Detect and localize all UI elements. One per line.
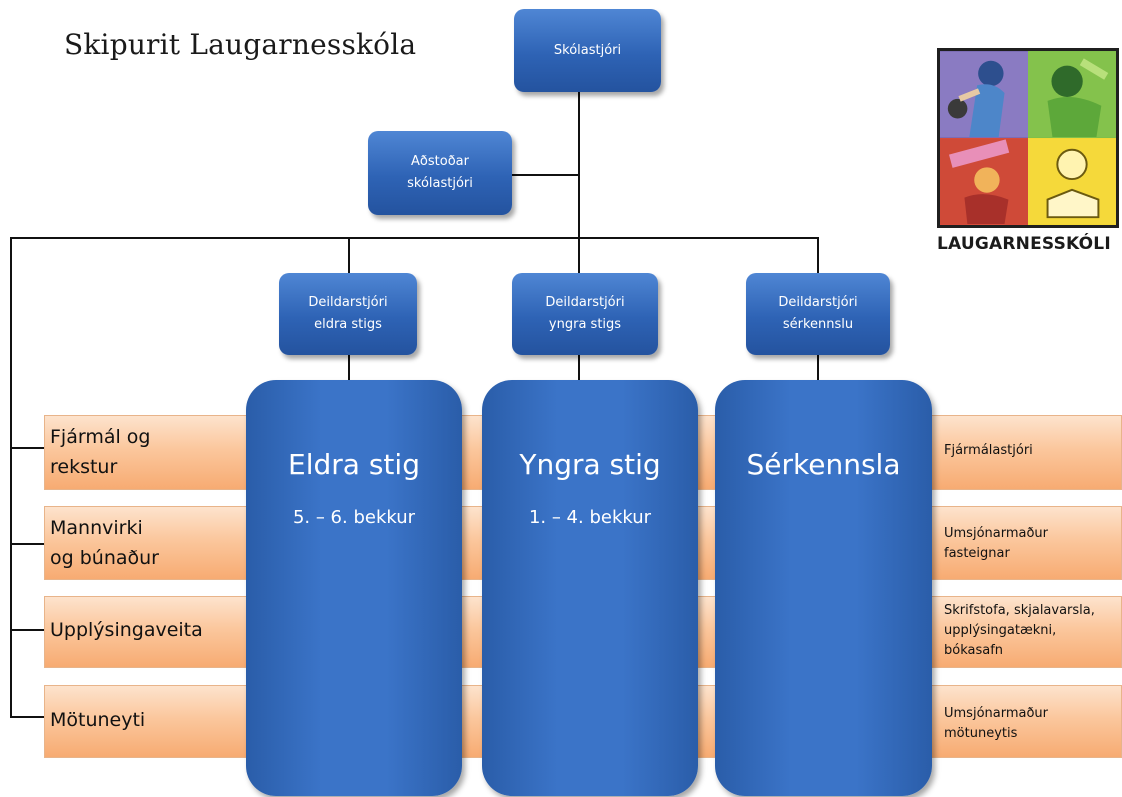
band-label-motuneyti: Mötuneyti — [50, 709, 146, 731]
column-serkennsla: Sérkennsla — [715, 380, 932, 796]
page-title: Skipurit Laugarnesskóla — [64, 28, 417, 61]
column-title: Eldra stig — [288, 448, 420, 481]
figure-icon — [1028, 51, 1116, 138]
figure-icon — [1028, 138, 1116, 225]
column-grades: 1. – 4. bekkur — [528, 507, 652, 528]
connector-band1 — [10, 447, 48, 449]
department-head-yngra: Deildarstjóri yngra stigs — [512, 273, 658, 355]
connector-head2-down — [578, 237, 580, 273]
column-grades: 5. – 6. bekkur — [292, 507, 416, 528]
figure-icon — [940, 138, 1028, 225]
department-head-serkennslu: Deildarstjóri sérkennslu — [746, 273, 890, 355]
connector-col3 — [817, 355, 819, 383]
connector-horizontal — [10, 237, 818, 239]
connector-head3-down — [817, 237, 819, 273]
connector-left-vertical — [10, 237, 12, 717]
connector-head1-down — [348, 237, 350, 273]
column-title: Yngra stig — [519, 448, 661, 481]
connector-assistant — [512, 174, 580, 176]
assistant-principal-box: Aðstoðar skólastjóri — [368, 131, 512, 215]
department-head-eldra: Deildarstjóri eldra stigs — [279, 273, 417, 355]
principal-label: Skólastjóri — [553, 42, 622, 58]
column-eldra-stig: Eldra stig 5. – 6. bekkur — [246, 380, 462, 796]
band-right-fjarmalastjori: Fjármálastjóri — [944, 443, 1033, 458]
logo-artwork — [937, 48, 1119, 228]
connector-band3 — [10, 629, 48, 631]
band-label-upplysingaveita: Upplýsingaveita — [50, 619, 203, 641]
connector-band2 — [10, 543, 48, 545]
figure-icon — [940, 51, 1028, 138]
connector-principal-down — [578, 92, 580, 238]
principal-box: Skólastjóri — [514, 9, 661, 92]
column-title: Sérkennsla — [746, 448, 901, 481]
column-yngra-stig: Yngra stig 1. – 4. bekkur — [482, 380, 698, 796]
connector-col2 — [578, 355, 580, 383]
band-right-skrifstofa: Skrifstofa, skjalavarsla,upplýsingatækni… — [944, 603, 1095, 658]
connector-band4 — [10, 716, 48, 718]
logo-text: LAUGARNESSKÓLI — [937, 234, 1111, 254]
school-logo: LAUGARNESSKÓLI — [937, 48, 1120, 254]
connector-col1 — [348, 355, 350, 383]
